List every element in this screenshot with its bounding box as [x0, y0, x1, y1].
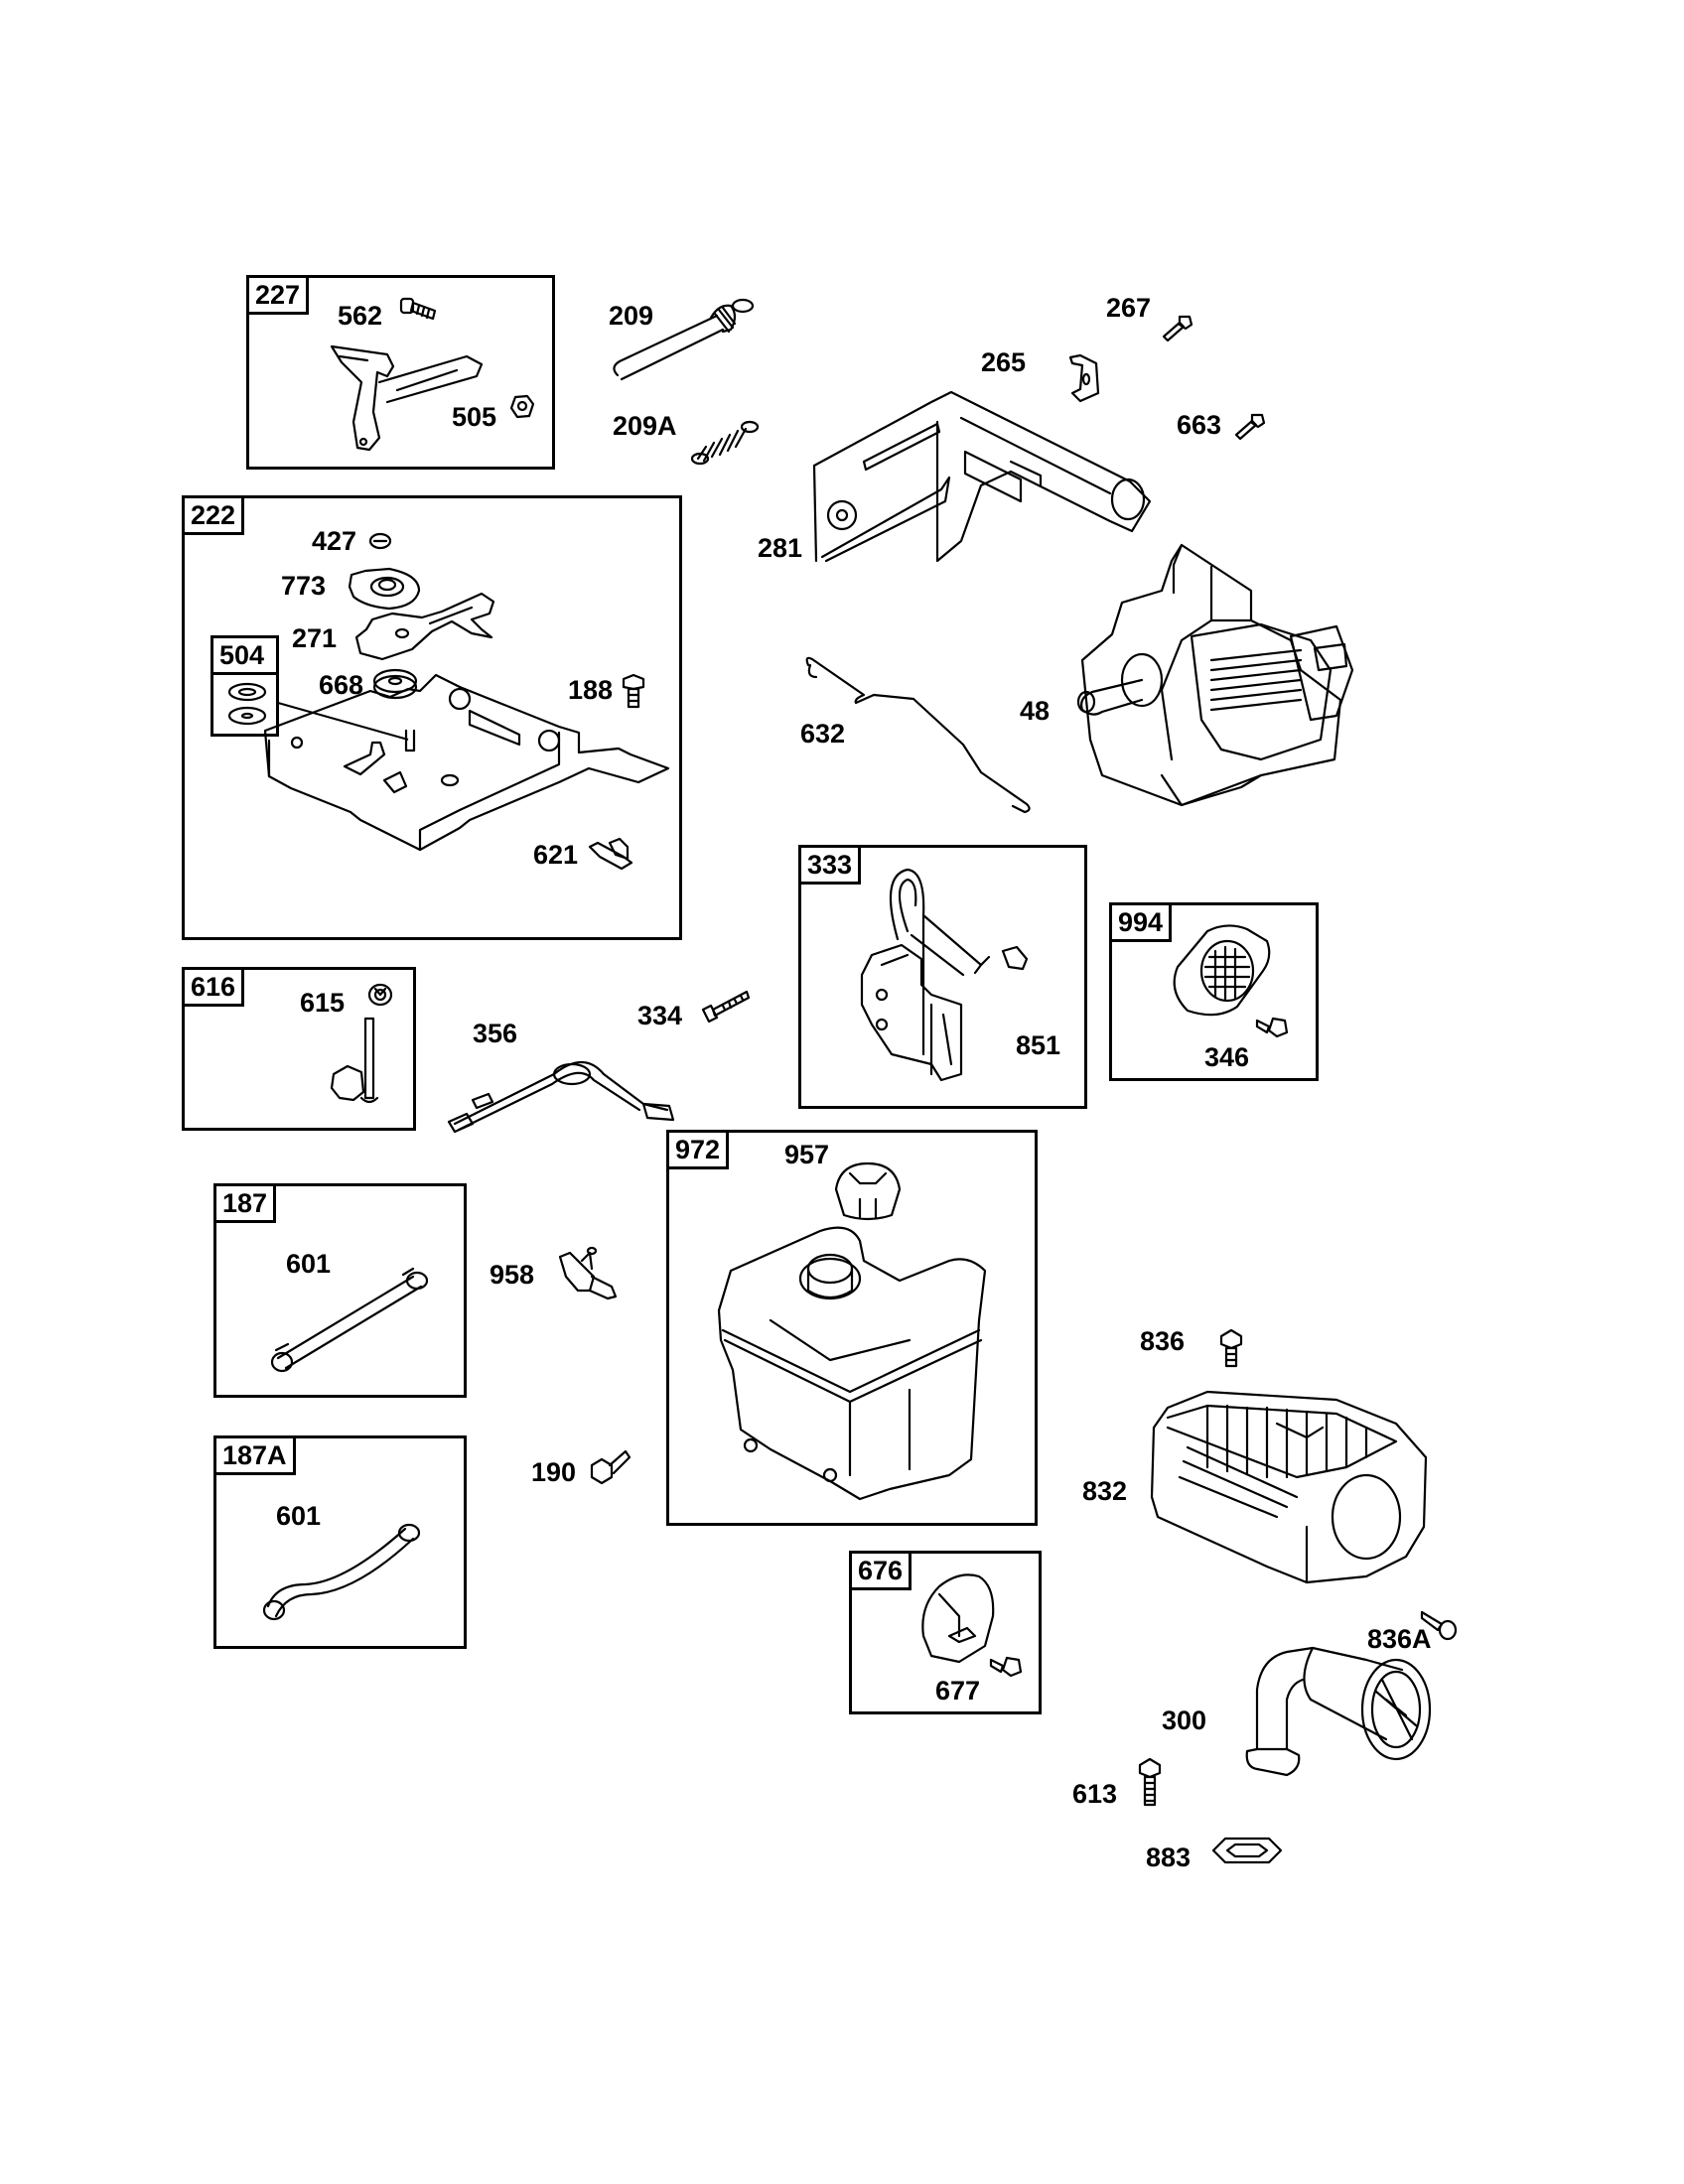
part-label-632: 632 — [800, 719, 846, 749]
nut-427-icon — [368, 532, 392, 550]
kit-label-994: 994 — [1109, 902, 1173, 942]
kit-label-187: 187 — [213, 1183, 277, 1223]
bolt-267-icon — [1162, 315, 1193, 342]
cover-676-icon — [921, 1573, 995, 1664]
governor-773-icon — [348, 567, 421, 611]
kit-box-972: 972 — [666, 1130, 1038, 1526]
part-label-677: 677 — [935, 1676, 981, 1706]
wire-356-icon — [447, 1060, 675, 1134]
screen-994-icon — [1173, 924, 1271, 1017]
part-label-334: 334 — [637, 1001, 683, 1030]
kit-box-994: 994 — [1109, 902, 1319, 1081]
fuel-line-187A-icon — [262, 1523, 421, 1621]
kit-label-616: 616 — [182, 967, 245, 1007]
part-label-356: 356 — [473, 1019, 518, 1048]
part-label-271: 271 — [292, 623, 338, 653]
part-label-300: 300 — [1162, 1706, 1207, 1735]
deflector-300-icon — [1245, 1646, 1432, 1777]
seal-615-icon — [367, 983, 393, 1007]
kit-label-972: 972 — [666, 1130, 730, 1169]
part-label-427: 427 — [312, 526, 357, 556]
part-label-836: 836 — [1140, 1326, 1186, 1356]
part-label-601-a: 601 — [286, 1249, 332, 1279]
clip-621-icon — [588, 837, 633, 871]
part-label-957: 957 — [784, 1140, 830, 1169]
kit-box-676: 676 — [849, 1551, 1042, 1714]
link-632-icon — [805, 656, 1031, 814]
part-label-663: 663 — [1177, 410, 1222, 440]
part-label-505: 505 — [452, 402, 497, 432]
screw-836A-icon — [1420, 1610, 1458, 1641]
control-plate-222-icon — [263, 673, 670, 852]
kit-label-333: 333 — [798, 845, 862, 885]
bolt-663-icon — [1234, 413, 1266, 441]
part-label-346: 346 — [1204, 1042, 1250, 1072]
control-bracket-227-icon — [330, 344, 484, 452]
part-label-209A: 209A — [613, 411, 677, 441]
fuel-tank-972-icon — [717, 1226, 987, 1501]
kit-label-676: 676 — [849, 1551, 912, 1590]
fuel-line-187-icon — [270, 1267, 429, 1373]
lever-271-icon — [354, 592, 495, 661]
part-label-188: 188 — [568, 675, 614, 705]
washers-504-icon — [227, 682, 267, 726]
screw-677-icon — [989, 1656, 1023, 1678]
kit-label-187A: 187A — [213, 1435, 296, 1475]
part-label-613: 613 — [1072, 1779, 1118, 1809]
spring-209A-icon — [690, 420, 760, 466]
screw-346-icon — [1255, 1017, 1289, 1038]
bolt-334-icon — [701, 990, 751, 1024]
plug-190-icon — [590, 1449, 632, 1485]
pulley-668-icon — [372, 668, 418, 700]
part-label-601-b: 601 — [276, 1501, 322, 1531]
kit-box-187A: 187A — [213, 1435, 467, 1649]
blower-housing-281-icon — [812, 390, 1152, 563]
part-label-190: 190 — [531, 1457, 577, 1487]
bolt-188-icon — [622, 673, 645, 709]
part-label-832: 832 — [1082, 1476, 1128, 1506]
kit-box-616: 616 — [182, 967, 416, 1131]
part-label-773: 773 — [281, 571, 327, 601]
valve-958-icon — [558, 1246, 618, 1300]
kit-box-187: 187 — [213, 1183, 467, 1398]
kit-label-227: 227 — [246, 275, 310, 315]
clip-265-icon — [1068, 353, 1100, 403]
kit-box-504: 504 — [210, 635, 279, 737]
nut-505-icon — [509, 394, 535, 419]
part-label-562: 562 — [338, 301, 383, 331]
bolt-613-icon — [1138, 1757, 1162, 1807]
part-label-615: 615 — [300, 988, 346, 1018]
part-label-265: 265 — [981, 347, 1027, 377]
part-label-836A: 836A — [1367, 1624, 1432, 1654]
part-label-668: 668 — [319, 670, 364, 700]
part-label-883: 883 — [1146, 1843, 1192, 1872]
kit-label-222: 222 — [182, 495, 245, 535]
part-label-267: 267 — [1106, 293, 1152, 323]
fuel-cap-957-icon — [834, 1161, 902, 1221]
gasket-883-icon — [1211, 1837, 1283, 1864]
bolt-836-icon — [1219, 1328, 1243, 1368]
part-label-281: 281 — [758, 533, 803, 563]
part-label-48: 48 — [1020, 696, 1051, 726]
shaft-616-icon — [330, 1017, 379, 1104]
part-label-958: 958 — [490, 1260, 535, 1290]
bolt-562-icon — [399, 297, 437, 321]
kit-label-504: 504 — [210, 635, 279, 675]
part-label-851: 851 — [1016, 1030, 1061, 1060]
kit-box-333: 333 — [798, 845, 1087, 1109]
muffler-832-icon — [1150, 1390, 1428, 1584]
part-label-621: 621 — [533, 840, 579, 870]
spring-209-icon — [613, 298, 755, 381]
engine-48-icon — [1076, 543, 1354, 807]
ignition-armature-333-icon — [860, 868, 1029, 1082]
part-label-209: 209 — [609, 301, 654, 331]
